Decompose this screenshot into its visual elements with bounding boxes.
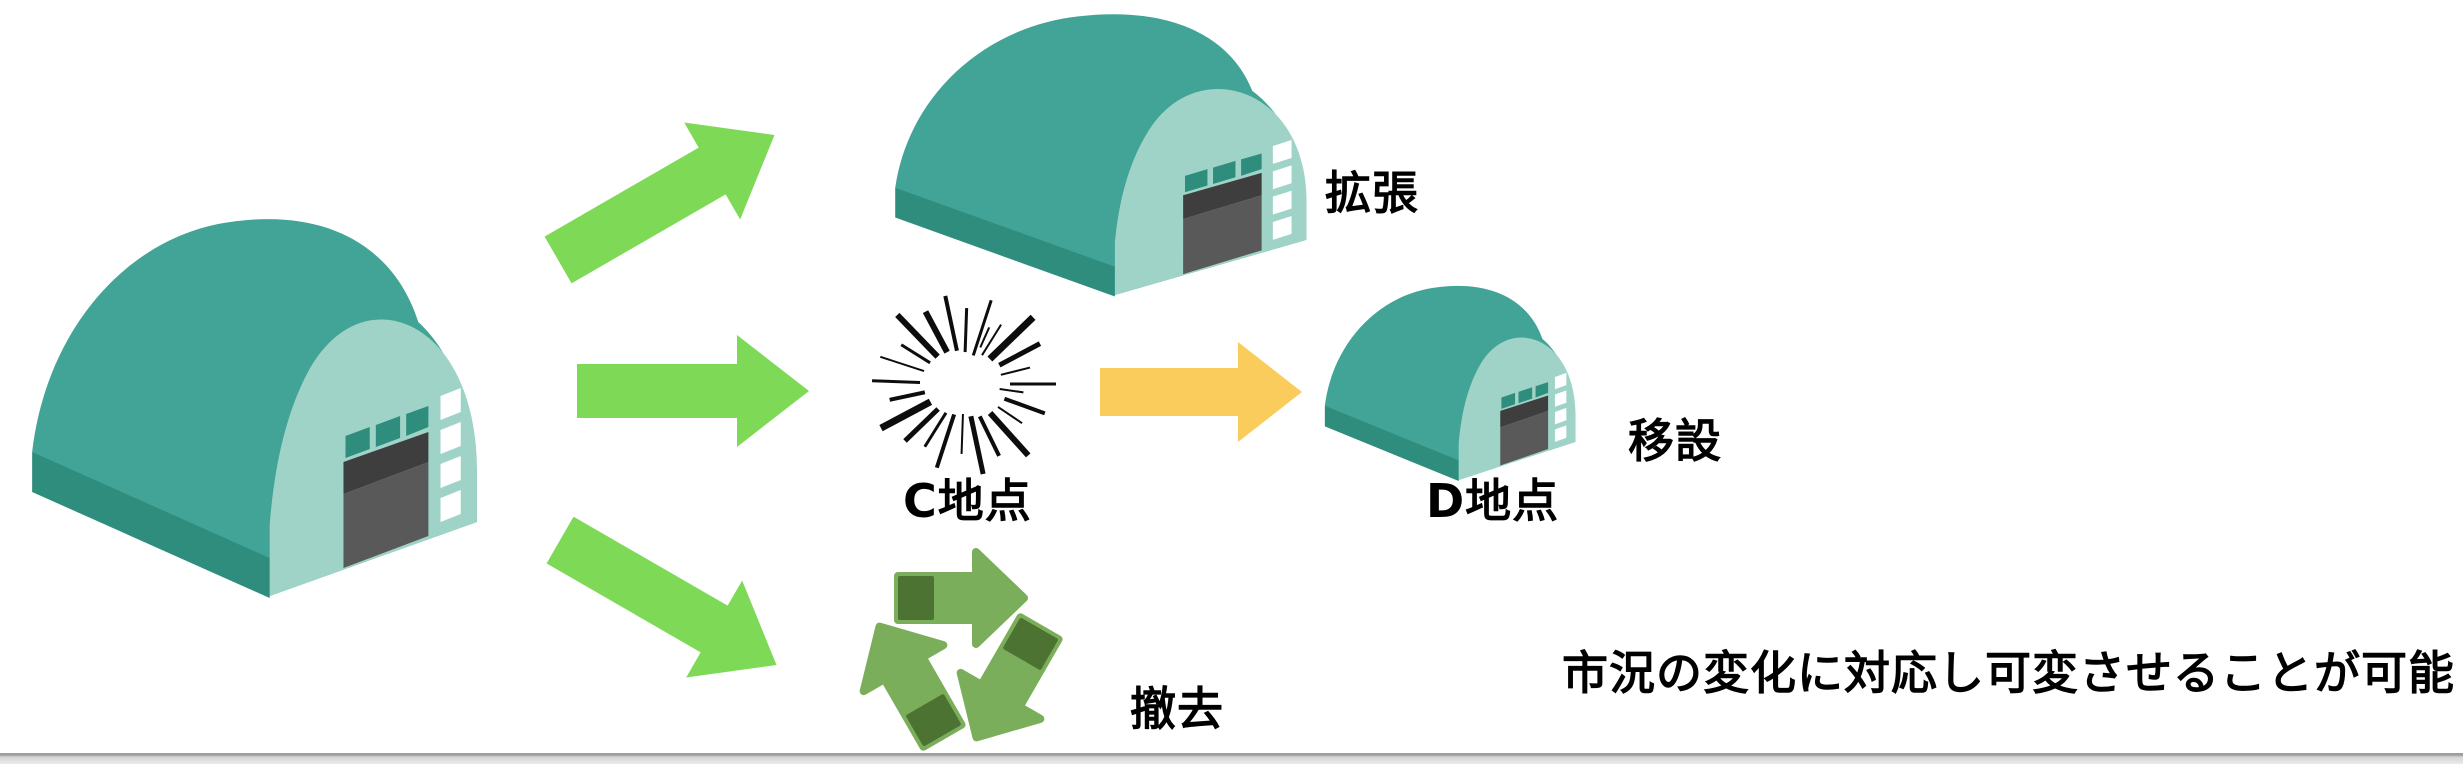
label-relocate: 移設 [1628, 414, 1722, 468]
warehouse-expanded-illustration [895, 14, 1307, 297]
burst-icon [872, 295, 1056, 475]
yellow-arrow-icon [1100, 342, 1302, 442]
label-point-d: D地点 [1426, 474, 1560, 528]
bottom-divider-bar [0, 753, 2463, 764]
warehouse-source-illustration [32, 219, 477, 598]
label-point-c: C地点 [903, 474, 1032, 528]
warehouse-relocated-illustration [1324, 285, 1576, 481]
label-remove: 撤去 [1130, 682, 1224, 736]
recycle-icon [848, 542, 1073, 762]
green-arrow-down-icon [546, 516, 777, 678]
label-expand: 拡張 [1325, 166, 1419, 220]
green-arrow-right-icon [577, 335, 809, 447]
green-arrow-up-icon [544, 122, 775, 284]
note-text: 市況の変化に対応し可変させることが可能 [1562, 646, 2455, 700]
